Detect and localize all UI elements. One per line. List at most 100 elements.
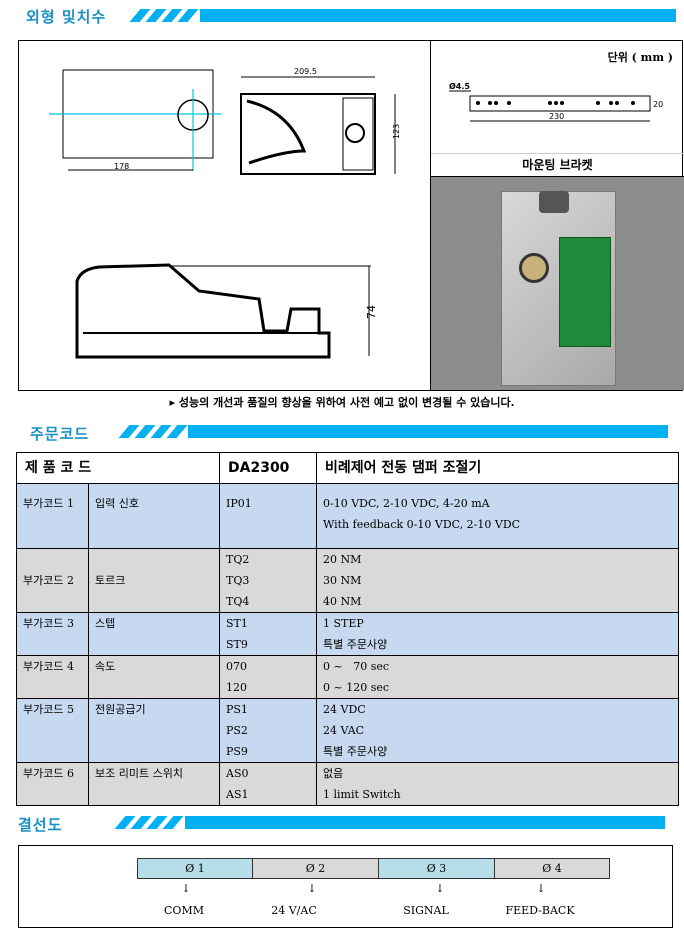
value: 20 NM [323,553,362,566]
value: 특별 주문사양 [323,745,388,758]
section-title-wiring: 결선도 [18,816,63,834]
header-model: DA2300 [219,452,317,484]
code: ST9 [226,638,248,651]
value: 없음 [323,767,344,780]
header-description: 비례제어 전동 댐퍼 조절기 [316,452,679,484]
codes-cell: IP01 [219,483,317,549]
circuit-board [559,237,611,347]
name-cell: 전원공급기 [88,698,220,763]
value: 30 NM [323,574,362,587]
header-stripes [118,425,188,438]
code: AS1 [226,788,249,801]
code: TQ4 [226,595,250,608]
code: ST1 [226,617,248,630]
terminal-3-signal: SIGNAL [403,904,449,917]
code: TQ3 [226,574,250,587]
code: PS2 [226,724,248,737]
section-title-dimensions: 외형 및치수 [26,8,107,26]
terminal-2: Ø 2 [252,858,379,879]
side-view-height: 74 [365,305,378,319]
motor-gear [519,253,549,283]
code: 070 [226,660,247,673]
values-cell: 1 STEP 특별 주문사양 [316,612,679,656]
section-title-order-code: 주문코드 [30,425,90,443]
dimensions-panel: 178 209.5 123 74 단위 ( mm ) Ø4.5 230 20 마… [18,40,684,391]
name-cell: 토르크 [88,548,220,613]
bullet-icon: ▸ [169,396,179,409]
group-cell: 부가코드 2 [16,548,89,613]
order-code-table: 제 품 코 드 DA2300 비례제어 전동 댐퍼 조절기 부가코드 1 입력 … [16,452,679,806]
arrow-down-icon: ↓ [435,882,445,895]
terminal-4: Ø 4 [494,858,610,879]
group-cell: 부가코드 1 [16,483,89,549]
front-view-height: 123 [392,124,401,139]
values-cell: 없음 1 limit Switch [316,762,679,806]
value: 1 limit Switch [323,788,401,801]
wiring-diagram [18,845,673,928]
values-cell: 24 VDC 24 VAC 특별 주문사양 [316,698,679,763]
top-view-length: 178 [114,162,129,171]
bracket-caption: 마운팅 브라켓 [431,153,684,177]
bracket-height: 20 [653,100,663,109]
code: IP01 [226,497,252,510]
group-cell: 부가코드 5 [16,698,89,763]
name-cell: 입력 신호 [88,483,220,549]
group-cell: 부가코드 6 [16,762,89,806]
coupling [539,191,569,213]
terminal-1: Ø 1 [137,858,253,879]
codes-cell: 070 120 [219,655,317,699]
arrow-down-icon: ↓ [307,882,317,895]
value: 1 STEP [323,617,364,630]
unit-label: 단위 ( mm ) [607,51,673,64]
code: PS9 [226,745,248,758]
table-header-row: 제 품 코 드 DA2300 비례제어 전동 댐퍼 조절기 [16,452,679,484]
name-cell: 속도 [88,655,220,699]
bracket-length: 230 [549,112,564,121]
values-cell: 0-10 VDC, 2-10 VDC, 4-20 mA With feedback… [316,483,679,549]
header-stripes [114,816,184,829]
value: 0 ~ 70 sec [323,660,390,673]
value: 0 ~ 120 sec [323,681,390,694]
value: 0-10 VDC, 2-10 VDC, 4-20 mA [323,497,490,510]
terminal-1-signal: COMM [164,904,204,917]
values-cell: 0 ~ 70 sec 0 ~ 120 sec [316,655,679,699]
value: 40 NM [323,595,362,608]
value: With feedback 0-10 VDC, 2-10 VDC [323,518,521,531]
notice-text: ▸ 성능의 개선과 품질의 향상을 위하여 사전 예고 없이 변경될 수 있습니… [0,394,684,410]
terminal-4-signal: FEED-BACK [505,904,575,917]
terminal-2-signal: 24 V/AC [271,904,317,917]
value: 특별 주문사양 [323,638,388,651]
value: 24 VAC [323,724,365,737]
table-row: 부가코드 1 입력 신호 IP01 0-10 VDC, 2-10 VDC, 4-… [16,483,679,549]
header-bar [185,816,665,829]
header-bar [200,9,676,22]
group-cell: 부가코드 3 [16,612,89,656]
values-cell: 20 NM 30 NM 40 NM [316,548,679,613]
name-cell: 스텝 [88,612,220,656]
right-panel: 단위 ( mm ) Ø4.5 230 20 마운팅 브라켓 [430,41,684,390]
value: 24 VDC [323,703,366,716]
notice-message: 성능의 개선과 품질의 향상을 위하여 사전 예고 없이 변경될 수 있습니다. [178,396,515,409]
code: 120 [226,681,247,694]
bracket-hole-label: Ø4.5 [449,81,470,91]
front-view-width: 209.5 [294,67,317,76]
mounting-bracket-drawing: Ø4.5 230 20 [449,81,663,122]
name-cell: 보조 리미트 스위치 [88,762,220,806]
arrow-down-icon: ↓ [536,882,546,895]
header-bar [188,425,668,438]
code: AS0 [226,767,249,780]
terminal-3: Ø 3 [378,858,495,879]
header-stripes [129,9,199,22]
code: PS1 [226,703,248,716]
arrow-down-icon: ↓ [181,882,191,895]
product-photo [431,177,684,390]
